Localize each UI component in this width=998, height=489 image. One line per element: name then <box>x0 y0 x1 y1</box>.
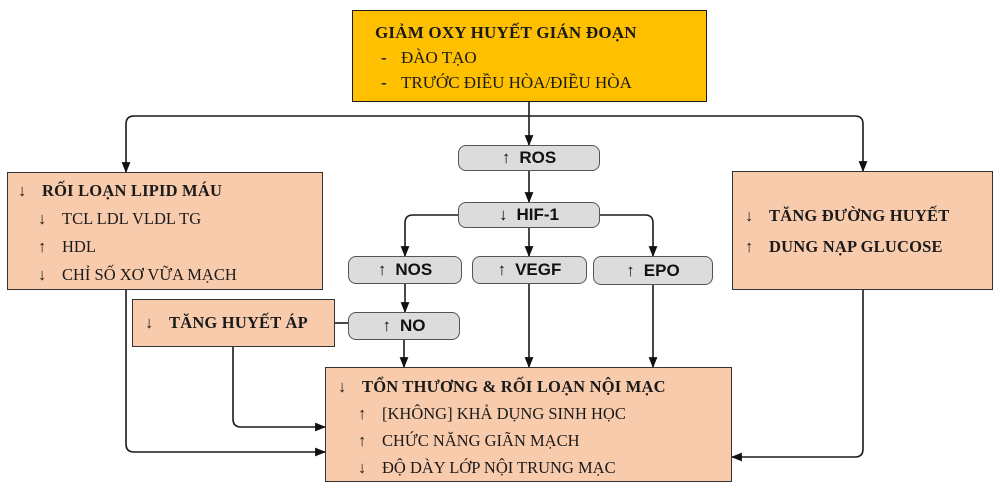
hypoxia-item-text: TRƯỚC ĐIỀU HÒA/ĐIỀU HÒA <box>401 73 632 92</box>
up-arrow-icon: ↑ <box>358 431 367 450</box>
lipid-title-row: ↓ RỐI LOẠN LIPID MÁU <box>18 177 316 205</box>
endothelium-item-text: [KHÔNG] KHẢ DỤNG SINH HỌC <box>382 404 626 423</box>
glucose-item-row: ↑ DUNG NẠP GLUCOSE <box>745 231 986 262</box>
lipid-item-row: ↑ HDL <box>38 233 316 261</box>
node-nos: ↑ NOS <box>348 256 462 284</box>
node-no: ↑ NO <box>348 312 460 340</box>
node-epo: ↑ EPO <box>593 256 713 285</box>
down-arrow-icon: ↓ <box>38 209 47 228</box>
hypoxia-item-training: - ĐÀO TẠO <box>375 45 696 70</box>
blood-pressure-box: ↓ TĂNG HUYẾT ÁP <box>132 299 335 347</box>
lipid-title: RỐI LOẠN LIPID MÁU <box>42 181 223 200</box>
bp-text: TĂNG HUYẾT ÁP <box>169 313 308 332</box>
node-label: NOS <box>395 260 433 279</box>
up-arrow-icon: ↑ <box>501 148 511 167</box>
up-arrow-icon: ↑ <box>626 260 635 280</box>
down-arrow-icon: ↓ <box>38 265 47 284</box>
down-arrow-icon: ↓ <box>338 377 347 396</box>
lipid-disorder-box: ↓ RỐI LOẠN LIPID MÁU ↓ TCL LDL VLDL TG ↑… <box>7 172 323 290</box>
bp-row: ↓ TĂNG HUYẾT ÁP <box>145 313 308 333</box>
connector-glucose-to-endo <box>730 290 864 462</box>
down-arrow-icon: ↓ <box>358 458 367 477</box>
down-arrow-icon: ↓ <box>499 205 508 224</box>
up-arrow-icon: ↑ <box>745 236 754 256</box>
node-label: NO <box>400 316 426 335</box>
connector-hif1-to-nos <box>400 214 458 258</box>
up-arrow-icon: ↑ <box>377 260 387 279</box>
hypoxia-item-preconditioning: - TRƯỚC ĐIỀU HÒA/ĐIỀU HÒA <box>375 70 696 95</box>
up-arrow-icon: ↑ <box>497 260 507 279</box>
node-label: ROS <box>519 148 557 167</box>
endothelium-title: TỔN THƯƠNG & RỐI LOẠN NỘI MẠC <box>362 377 666 396</box>
connector-bp-to-endo <box>232 347 327 432</box>
node-label: HIF-1 <box>516 205 560 224</box>
lipid-item-row: ↓ CHỈ SỐ XƠ VỮA MẠCH <box>38 261 316 289</box>
down-arrow-icon: ↓ <box>745 205 754 225</box>
down-arrow-icon: ↓ <box>18 181 27 200</box>
node-hif1: ↓ HIF-1 <box>458 202 600 228</box>
intermittent-hypoxia-box: GIẢM OXY HUYẾT GIÁN ĐOẠN - ĐÀO TẠO - TRƯ… <box>352 10 707 102</box>
endothelium-title-row: ↓ TỔN THƯƠNG & RỐI LOẠN NỘI MẠC <box>338 373 725 400</box>
node-ros: ↑ ROS <box>458 145 600 171</box>
endothelium-item-text: CHỨC NĂNG GIÃN MẠCH <box>382 431 580 450</box>
down-arrow-icon: ↓ <box>145 313 154 332</box>
endothelium-item-row: ↑ [KHÔNG] KHẢ DỤNG SINH HỌC <box>358 400 725 427</box>
up-arrow-icon: ↑ <box>38 237 47 256</box>
endothelium-item-row: ↓ ĐỘ DÀY LỚP NỘI TRUNG MẠC <box>358 454 725 481</box>
node-label: EPO <box>643 260 680 280</box>
bullet-dash: - <box>381 48 387 67</box>
connector-top-to-glucose <box>529 115 868 173</box>
lipid-item-row: ↓ TCL LDL VLDL TG <box>38 205 316 233</box>
lipid-item-text: CHỈ SỐ XƠ VỮA MẠCH <box>62 265 237 284</box>
bullet-dash: - <box>381 73 387 92</box>
lipid-item-text: TCL LDL VLDL TG <box>62 209 202 228</box>
connector-hif1-to-epo <box>600 214 658 258</box>
endothelium-item-row: ↑ CHỨC NĂNG GIÃN MẠCH <box>358 427 725 454</box>
up-arrow-icon: ↑ <box>358 404 367 423</box>
hypoxia-item-text: ĐÀO TẠO <box>401 48 477 67</box>
endothelium-item-text: ĐỘ DÀY LỚP NỘI TRUNG MẠC <box>382 458 616 477</box>
lipid-item-text: HDL <box>62 237 96 256</box>
connector-top-to-lipid <box>121 115 529 174</box>
endothelium-box: ↓ TỔN THƯƠNG & RỐI LOẠN NỘI MẠC ↑ [KHÔNG… <box>325 367 732 482</box>
glucose-item-row: ↓ TĂNG ĐƯỜNG HUYẾT <box>745 200 986 231</box>
glucose-item-text: DUNG NẠP GLUCOSE <box>769 236 943 256</box>
up-arrow-icon: ↑ <box>382 316 392 335</box>
glucose-item-text: TĂNG ĐƯỜNG HUYẾT <box>769 205 950 225</box>
glucose-box: ↓ TĂNG ĐƯỜNG HUYẾT ↑ DUNG NẠP GLUCOSE <box>732 171 993 290</box>
intermittent-hypoxia-title: GIẢM OXY HUYẾT GIÁN ĐOẠN <box>375 23 637 42</box>
connector-lipid-to-endo <box>125 290 327 457</box>
node-vegf: ↑ VEGF <box>472 256 587 284</box>
node-label: VEGF <box>515 260 562 279</box>
